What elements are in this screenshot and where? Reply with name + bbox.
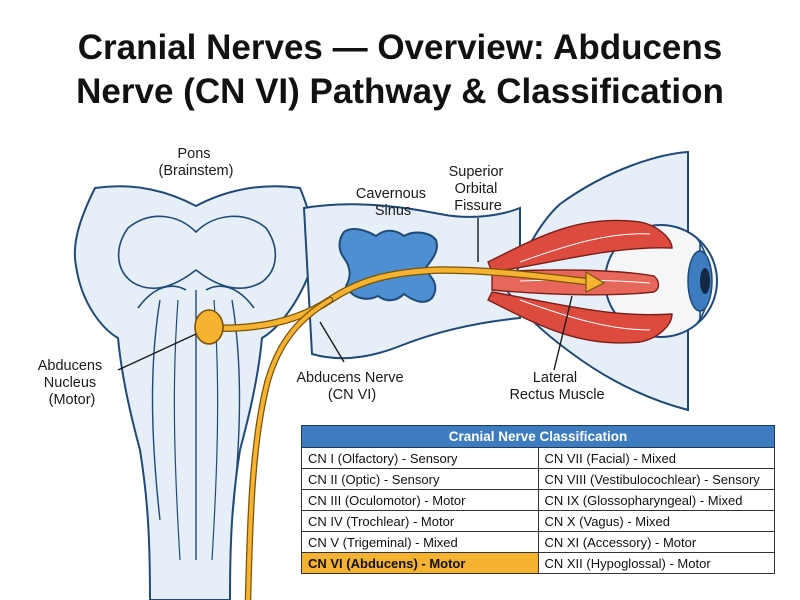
table-cell: CN V (Trigeminal) - Mixed [301,531,539,553]
abducens-nerve-core [207,267,593,331]
table-cell: CN X (Vagus) - Mixed [537,510,775,532]
abducens-nucleus-label: Abducens Nucleus (Motor) [38,358,107,408]
table-cell: CN II (Optic) - Sensory [301,468,539,490]
medulla-groove-left [151,299,161,521]
table-row: CN II (Optic) - Sensory CN VIII (Vestibu… [301,468,775,490]
extraocular-muscles [487,219,673,344]
table-row: CN V (Trigeminal) - Mixed CN XI (Accesso… [301,531,775,553]
table-row: CN IV (Trochlear) - Motor CN X (Vagus) -… [301,510,775,532]
table-row: CN I (Olfactory) - Sensory CN VII (Facia… [301,447,775,469]
leader-abducens-nucleus [117,333,197,371]
superior-rectus-muscle [487,219,673,273]
table-row: CN III (Oculomotor) - Motor CN IX (Gloss… [301,489,775,511]
cavernous-sinus-label: Cavernous Sinus [356,186,430,219]
table-header: Cranial Nerve Classification [301,425,775,448]
nerve-arrowhead [585,270,606,293]
pons-inner-contour [117,215,277,290]
table-cell: CN XII (Hypoglossal) - Motor [537,552,775,574]
title-line-1: Cranial Nerves — Overview: Abducens [77,28,723,67]
muscle-striation-3 [519,299,651,331]
leader-abducens-nerve [319,321,345,363]
pons-fold-right [205,285,255,309]
cavernous-sinus [338,228,438,303]
pons-outline [73,185,316,600]
page-title: Cranial Nerves — Overview: Abducens Nerv… [0,26,800,114]
abducens-nerve-label: Abducens Nerve (CN VI) [296,370,407,403]
pons-fold-left [137,285,187,309]
abducens-nerve-branch-core [246,298,332,600]
table-cell: CN VIII (Vestibulocochlear) - Sensory [537,468,775,490]
table-cell: CN XI (Accessory) - Motor [537,531,775,553]
table-cell-highlighted: CN VI (Abducens) - Motor [301,552,539,574]
abducens-nerve-pathway [194,266,606,600]
lateral-rectus-label: Lateral Rectus Muscle [509,370,604,403]
table-row: CN VI (Abducens) - Motor CN XII (Hypoglo… [301,552,775,574]
muscle-striation-1 [519,233,651,263]
table-cell: CN VII (Facial) - Mixed [537,447,775,469]
pons-label: Pons (Brainstem) [159,146,234,179]
leader-lateral-rectus [553,295,573,371]
abducens-nucleus [194,309,224,345]
table-cell: CN IV (Trochlear) - Motor [301,510,539,532]
pupil [700,268,710,294]
table-cell: CN I (Olfactory) - Sensory [301,447,539,469]
medulla-groove-right [231,299,241,521]
title-line-2: Nerve (CN VI) Pathway & Classification [76,72,724,111]
table-cell: CN IX (Glossopharyngeal) - Mixed [537,489,775,511]
table-cell: CN III (Oculomotor) - Motor [301,489,539,511]
table-header-row: Cranial Nerve Classification [301,425,775,448]
superior-orbital-fissure-label: Superior Orbital Fissure [449,164,508,214]
medulla-groove-inner-left [173,299,181,561]
brainstem [73,185,316,600]
eyeball [604,224,718,338]
cranial-nerve-classification-table: Cranial Nerve Classification CN I (Olfac… [301,425,775,574]
leader-lines [117,218,573,371]
